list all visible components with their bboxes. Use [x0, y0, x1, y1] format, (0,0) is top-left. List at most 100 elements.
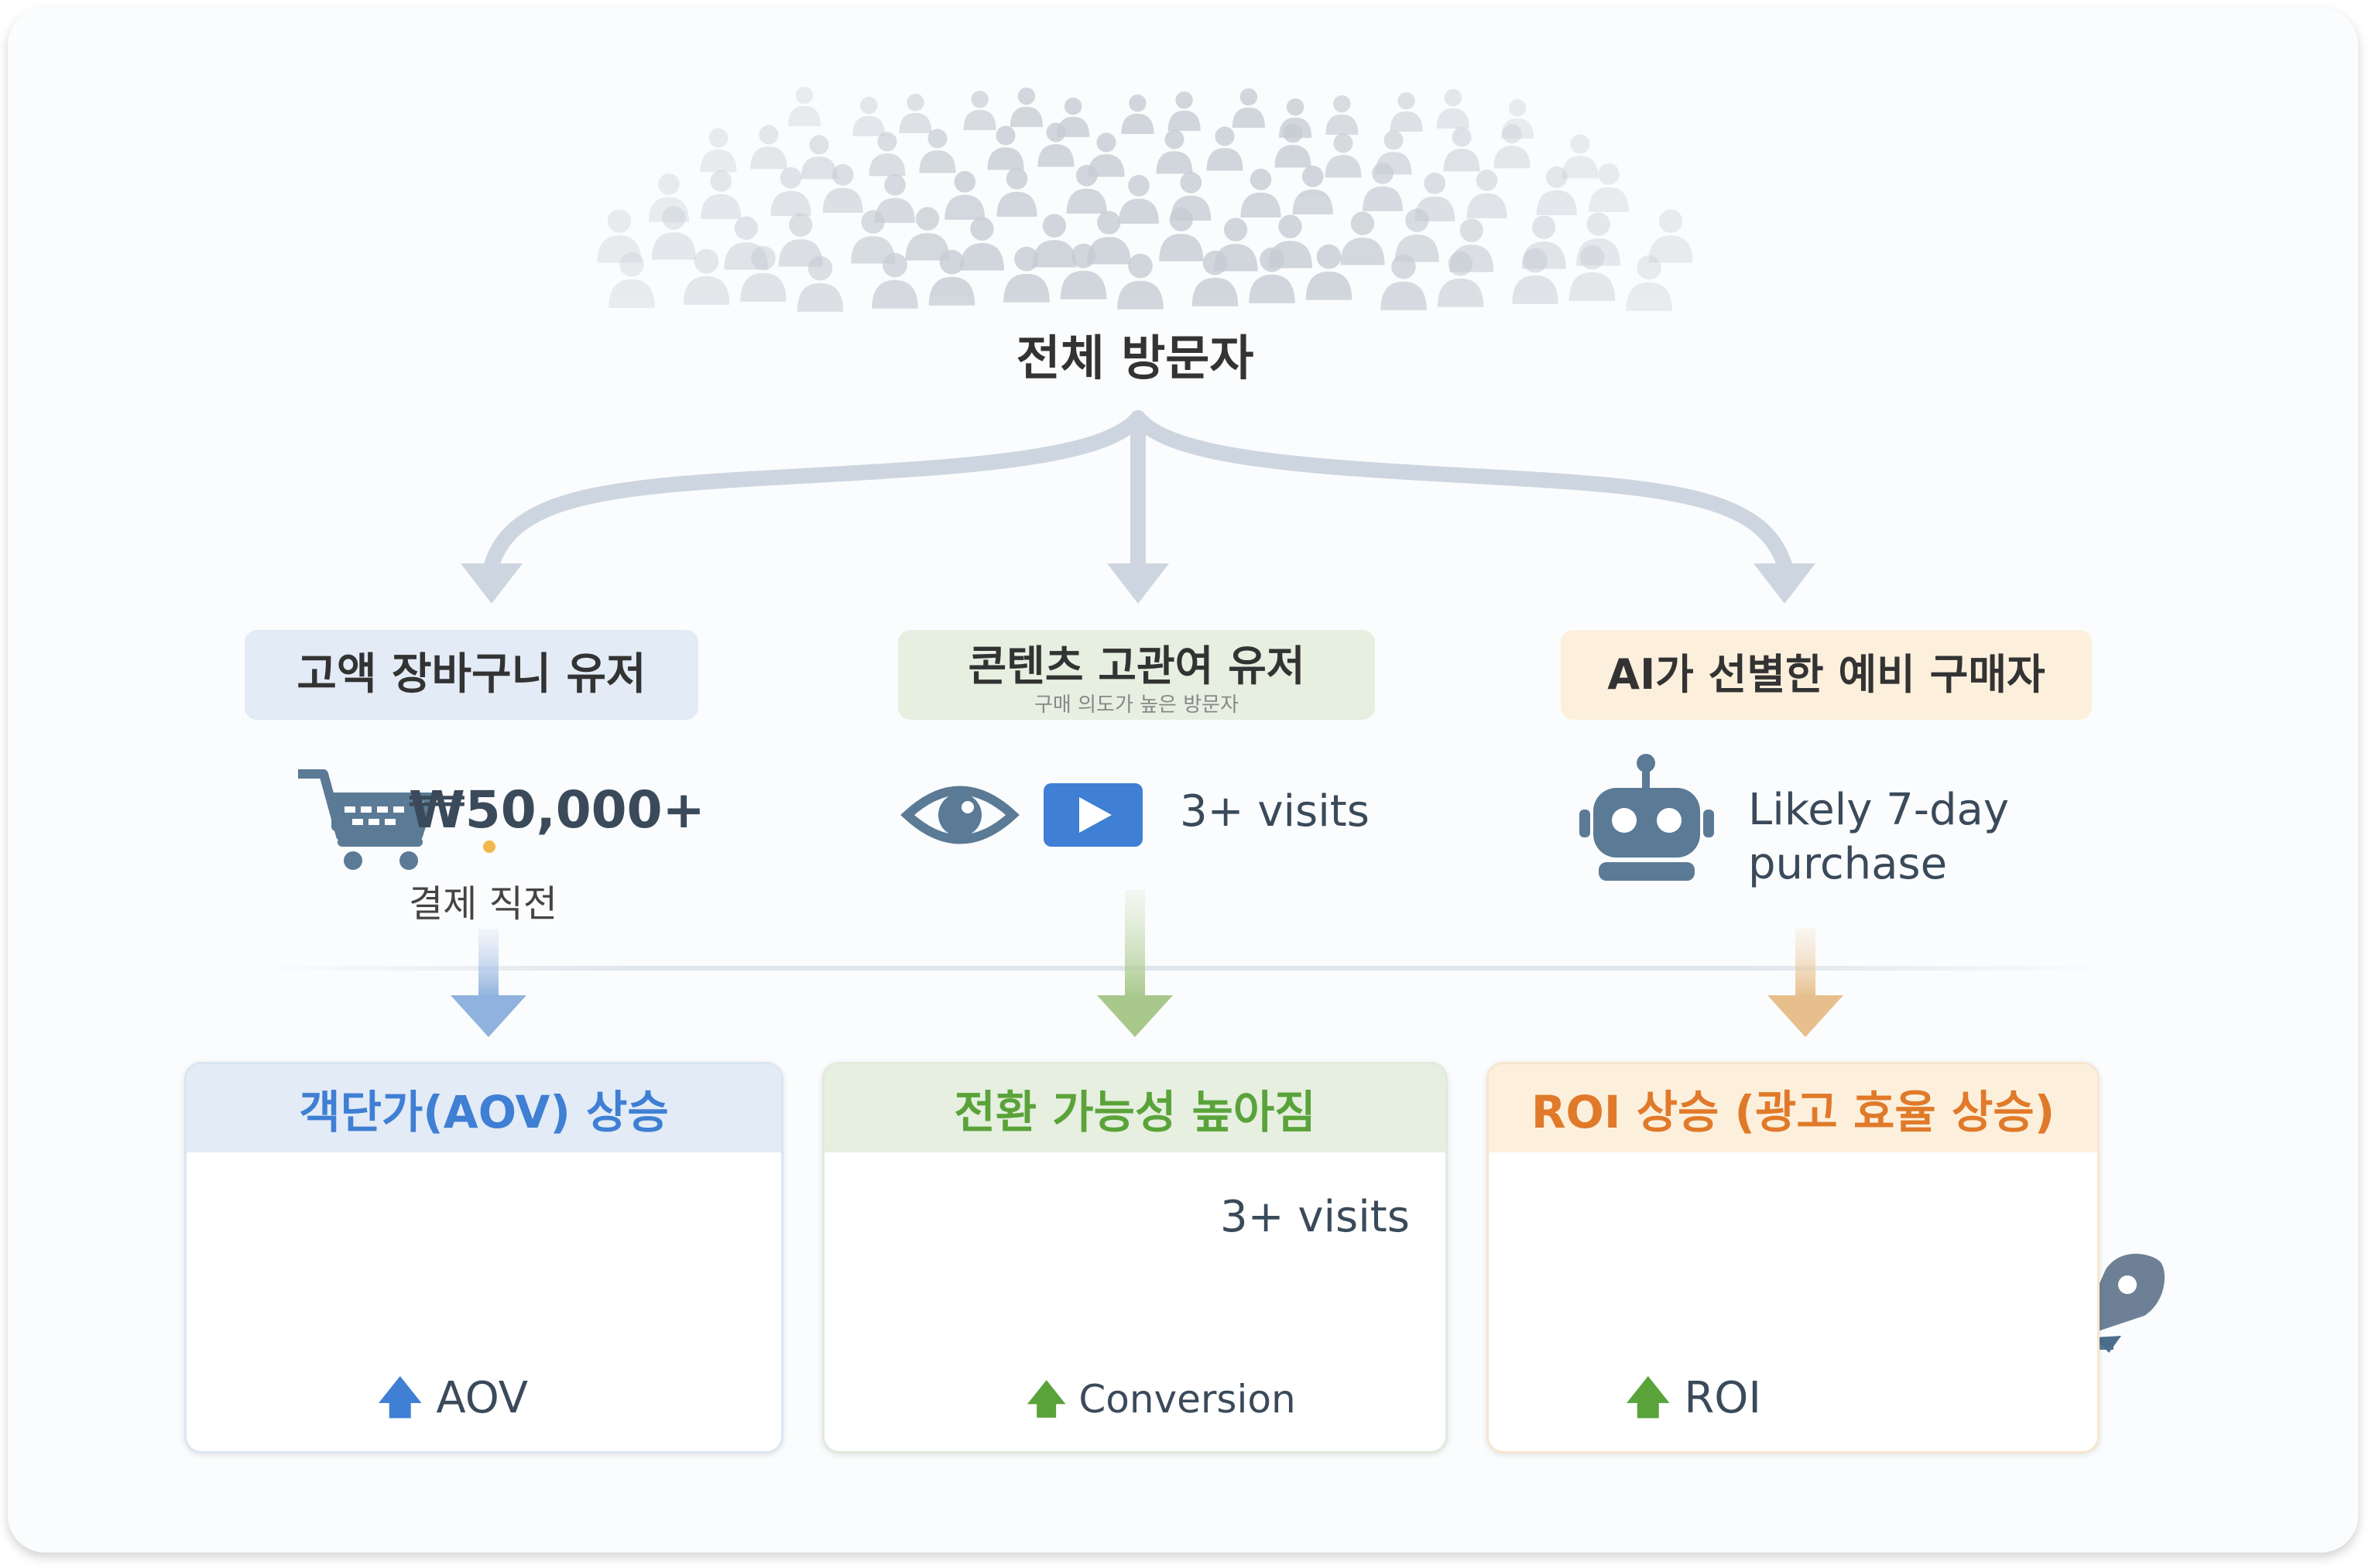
person-icon [700, 128, 737, 173]
person-icon [1375, 130, 1412, 175]
person-icon [822, 164, 863, 214]
divider-line [255, 966, 2114, 971]
person-icon [963, 91, 996, 131]
person-icon [1562, 134, 1599, 179]
cart-icon [298, 769, 435, 870]
down-arrow-green [1097, 890, 1173, 1037]
person-icon [996, 168, 1037, 217]
person-icon [987, 125, 1024, 170]
checkout-note: 결제 직전 [409, 882, 557, 926]
person-icon [1536, 166, 1577, 216]
person-icon [959, 217, 1004, 271]
visits-text: 3+ visits [1180, 786, 1370, 837]
segment-content-engaged: 콘텐츠 고관여 유저 구매 의도가 높은 방문자 [898, 630, 1375, 720]
person-icon [1232, 88, 1265, 128]
person-icon [872, 252, 918, 309]
person-icon [1588, 163, 1630, 213]
person-icon [1325, 95, 1359, 135]
person-icon [905, 207, 950, 261]
person-icon [1191, 250, 1239, 306]
person-icon [597, 209, 642, 263]
cart-amount: ₩50,000+ [409, 780, 705, 840]
person-icon [1060, 243, 1107, 300]
person-icon [1206, 126, 1243, 171]
person-icon [1167, 91, 1201, 132]
person-icon [1443, 127, 1480, 172]
person-icon [1437, 251, 1484, 307]
segment-label: AI가 선별한 예비 구매자 [1607, 650, 2045, 699]
roi-metric: 🡅 ROI [1626, 1373, 1761, 1423]
person-icon [787, 87, 821, 127]
robot-icon [1579, 754, 1714, 881]
person-icon [919, 128, 956, 173]
person-icon [1305, 244, 1352, 300]
result-title: 객단가(AOV) 상승 [187, 1064, 781, 1152]
person-icon [651, 206, 696, 260]
conversion-metric: 🡅 Conversion [1027, 1377, 1296, 1422]
person-icon [770, 167, 811, 217]
up-arrow-icon: 🡅 [1027, 1377, 1067, 1422]
person-icon [701, 170, 742, 220]
person-icon [1066, 165, 1107, 214]
segment-high-cart: 고액 장바구니 유저 [245, 630, 698, 720]
likely-purchase-line2: purchase [1748, 839, 1948, 889]
person-icon [851, 210, 896, 264]
person-icon [1121, 94, 1154, 135]
branch-arrow-heads [461, 563, 1815, 604]
person-icon [1500, 99, 1534, 139]
person-icon [1088, 132, 1125, 177]
person-icon [852, 97, 886, 137]
person-icon [1648, 209, 1693, 263]
conversion-visits-text: 3+ visits [1220, 1192, 1410, 1242]
result-title: 전환 가능성 높아짐 [825, 1064, 1445, 1152]
person-icon [1576, 212, 1621, 266]
person-icon [740, 245, 787, 302]
person-icon [1626, 255, 1672, 311]
segment-label: 고액 장바구니 유저 [297, 649, 646, 700]
person-icon [609, 252, 655, 308]
down-arrow-orange [1767, 929, 1843, 1037]
person-icon [1325, 133, 1362, 178]
person-icon [1156, 129, 1193, 174]
down-arrow-blue [451, 929, 526, 1037]
highlight-dot [483, 840, 495, 853]
person-icon [1436, 89, 1469, 129]
person-icon [1003, 246, 1050, 303]
person-icon [1240, 169, 1281, 218]
branch-arrows [484, 410, 1792, 573]
person-icon [899, 94, 932, 134]
up-arrow-icon: 🡅 [378, 1373, 423, 1423]
person-icon [1390, 92, 1423, 132]
likely-purchase-line1: Likely 7-day [1748, 785, 2009, 835]
visitor-crowd [597, 87, 1693, 312]
person-icon [1362, 163, 1404, 212]
person-icon [750, 125, 787, 169]
segment-sublabel: 구매 의도가 높은 방문자 [1034, 693, 1239, 717]
person-icon [683, 248, 730, 305]
total-visitors-title: 전체 방문자 [1016, 330, 1254, 386]
person-icon [1117, 253, 1164, 310]
person-icon [1086, 211, 1131, 265]
person-icon [1249, 247, 1295, 303]
person-icon [1032, 214, 1077, 268]
result-title: ROI 상승 (광고 효율 상승) [1489, 1064, 2097, 1152]
person-icon [1159, 207, 1204, 262]
person-icon [1466, 169, 1507, 219]
segment-ai-selected: AI가 선별한 예비 구매자 [1561, 630, 2092, 720]
result-card-aov: 객단가(AOV) 상승 [184, 1062, 783, 1453]
person-icon [1274, 123, 1311, 168]
person-icon [1380, 254, 1427, 310]
play-icon [1044, 783, 1143, 847]
person-icon [1512, 248, 1558, 304]
person-icon [1493, 124, 1531, 169]
person-icon [1037, 122, 1075, 167]
person-icon [1010, 87, 1044, 128]
person-icon [797, 255, 844, 312]
person-icon [801, 135, 838, 180]
aov-metric: 🡅 AOV [378, 1373, 529, 1423]
person-icon [1118, 175, 1160, 224]
person-icon [648, 173, 690, 223]
person-icon [1340, 211, 1385, 265]
person-icon [945, 171, 986, 221]
person-icon [869, 132, 906, 176]
